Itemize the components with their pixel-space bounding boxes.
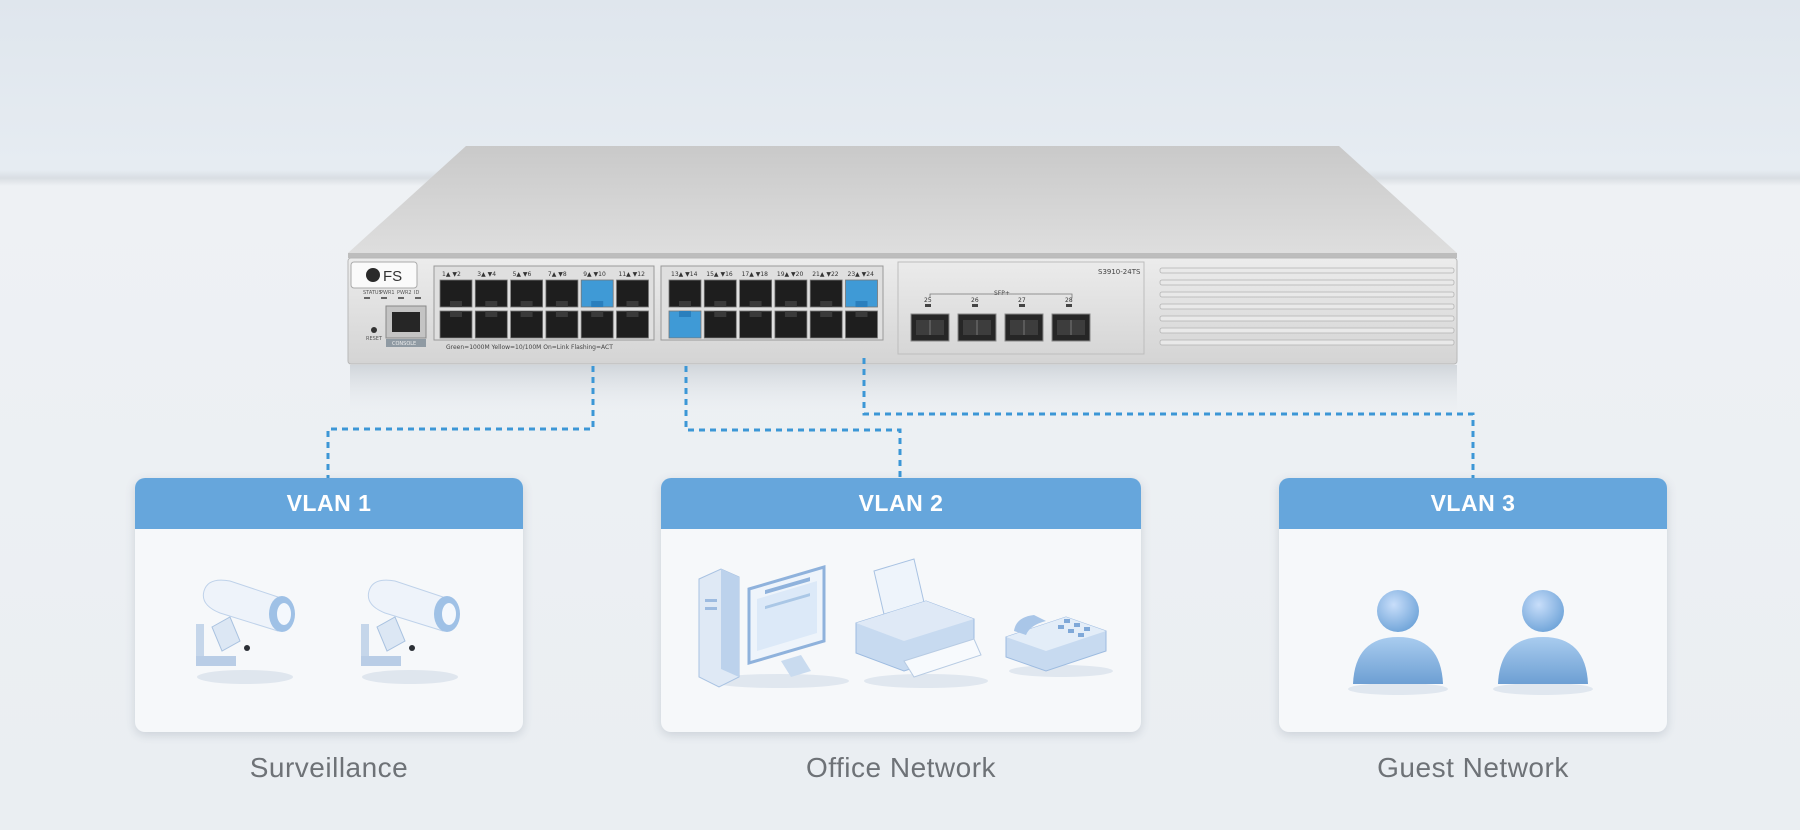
security-camera-icon [361,579,460,684]
sfp-header: SFP+ [994,290,1010,297]
sfp-led [972,304,978,307]
port-pair-label: 9▲ ▼10 [583,271,606,278]
sfp-port-label: 28 [1065,297,1073,304]
vlan-card-body [1279,529,1667,732]
vlan-card-body [135,529,523,732]
switch-top-panel [348,146,1457,253]
brand-logo-text: FS [383,268,402,285]
port-pair-label: 19▲ ▼20 [777,271,804,278]
vlan-card-1: VLAN 1 [135,478,523,732]
rj45-port[interactable] [809,310,843,339]
status-led [381,297,387,299]
rj45-port[interactable] [510,310,544,339]
rj45-port[interactable] [703,279,737,308]
port-pair-label: 1▲ ▼2 [442,271,461,278]
status-led-label: PWR2 [397,290,412,296]
status-led-label: STATUS [363,290,382,296]
rj45-port[interactable] [545,279,579,308]
rj45-port[interactable] [739,310,772,339]
status-led-label: ID [414,290,419,296]
sfp-led [925,304,931,307]
vent-grille [1159,267,1455,346]
rj45-port[interactable] [580,279,614,308]
sfp-port-label: 26 [971,297,979,304]
led-legend: Green=1000M Yellow=10/100M On=Link Flash… [446,344,613,351]
status-led [398,297,404,299]
port-pair-label: 7▲ ▼8 [548,271,567,278]
user-icon [1348,590,1448,695]
rj45-port[interactable] [474,279,508,308]
port-pair-label: 17▲ ▼18 [742,271,769,278]
sfp-led [1066,304,1072,307]
rj45-port[interactable] [774,279,808,308]
port-pair-label: 3▲ ▼4 [477,271,496,278]
rj45-port[interactable] [809,279,843,308]
vlan-card-title: VLAN 2 [661,478,1141,529]
port-pair-labels: 1▲ ▼2 3▲ ▼4 5▲ ▼6 7▲ ▼8 9▲ ▼10 11▲ ▼12 13▲ ▼14… [442,271,874,278]
rj45-port[interactable] [510,279,544,308]
reset-button[interactable] [371,327,377,333]
vlan-card-body [661,529,1141,732]
rj45-port[interactable] [439,279,473,308]
rj45-port[interactable] [845,310,878,339]
model-label: S3910-24TS [1098,268,1141,276]
fax-phone-icon [1005,615,1113,677]
rj45-port[interactable] [739,279,772,308]
rj45-port[interactable] [616,310,649,339]
rj45-port[interactable] [580,310,614,339]
vlan-caption-1: Surveillance [249,752,409,783]
vlan-caption-2: Office Network [805,752,997,783]
brand-logo-plate [350,261,418,289]
vlan-card-title: VLAN 3 [1279,478,1667,529]
status-led-label: PWR1 [380,290,395,296]
vlan-card-3: VLAN 3 [1279,478,1667,732]
rj45-port[interactable] [668,310,702,339]
port-pair-label: 5▲ ▼6 [513,271,532,278]
security-camera-icon [196,579,295,684]
printer-icon [855,558,988,688]
sfp-port[interactable] [910,313,950,342]
port-pair-label: 23▲ ▼24 [848,271,875,278]
rj45-port[interactable] [774,310,808,339]
reset-label: RESET [366,336,383,342]
sfp-port-label: 27 [1018,297,1026,304]
brand-logo-icon [366,268,380,282]
user-icon [1493,590,1593,695]
rj45-port[interactable] [845,279,878,308]
rj45-port[interactable] [703,310,737,339]
port-pair-label: 21▲ ▼22 [812,271,839,278]
rj45-port[interactable] [474,310,508,339]
vlan-connectors [326,358,1475,478]
rj45-port[interactable] [616,279,649,308]
model-panel [897,261,1145,355]
sfp-port[interactable] [1051,313,1091,342]
switch-reflection [350,365,1457,415]
rj45-port[interactable] [668,279,702,308]
rj45-port[interactable] [545,310,579,339]
sfp-port[interactable] [957,313,997,342]
sfp-port[interactable] [1004,313,1044,342]
port-pair-label: 11▲ ▼12 [619,271,646,278]
console-label: CONSOLE [392,341,416,347]
sfp-ports: 25 26 27 28 [910,297,1091,342]
sfp-port-label: 25 [924,297,932,304]
port-pair-label: 13▲ ▼14 [671,271,698,278]
connector-vlan-1 [326,366,595,478]
vlan-card-title: VLAN 1 [135,478,523,529]
port-pair-label: 15▲ ▼16 [706,271,733,278]
vlan-card-2: VLAN 2 [661,478,1141,732]
rj45-port[interactable] [439,310,473,339]
sfp-led [1019,304,1025,307]
status-led [364,297,370,299]
connector-vlan-2 [684,366,902,478]
connector-vlan-3 [862,358,1475,478]
rj45-ports [439,279,878,339]
status-led [415,297,421,299]
vlan-caption-3: Guest Network [1377,752,1569,783]
desktop-computer-icon [698,564,849,688]
